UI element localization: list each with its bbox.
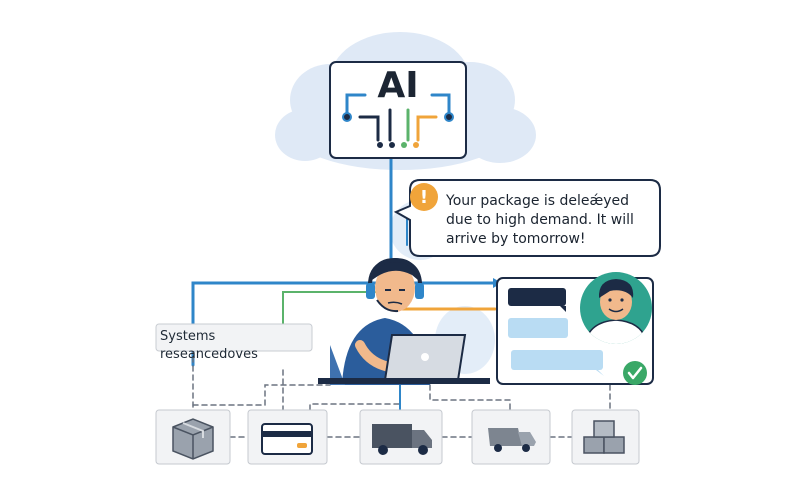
moving-truck-icon	[488, 428, 536, 452]
ai-title: AI	[377, 65, 419, 106]
delivery-truck-icon	[372, 424, 432, 455]
chip-circuit-icon	[342, 93, 454, 148]
svg-text:!: !	[420, 187, 428, 208]
checkmark-icon	[623, 361, 647, 385]
delivery-truck-tile	[359, 409, 443, 465]
ai-box	[329, 61, 467, 159]
package-box-tile	[155, 409, 231, 465]
laptop-icon	[318, 334, 490, 384]
systems-label: Systems reseancedoves	[160, 329, 258, 362]
systems-box	[155, 323, 313, 352]
stacked-boxes-icon	[583, 420, 625, 454]
moving-truck-tile	[471, 409, 551, 465]
message-bubble: !	[393, 179, 661, 257]
stacked-boxes-tile	[571, 409, 640, 465]
package-box-icon	[172, 418, 214, 460]
alert-icon: !	[410, 183, 438, 211]
customer-avatar-icon	[580, 272, 652, 344]
credit-card-icon	[261, 423, 313, 455]
bubble-message: Your package is deleǽyed due to high dem…	[446, 193, 634, 247]
credit-card-tile	[247, 409, 328, 465]
green-line	[282, 291, 381, 331]
